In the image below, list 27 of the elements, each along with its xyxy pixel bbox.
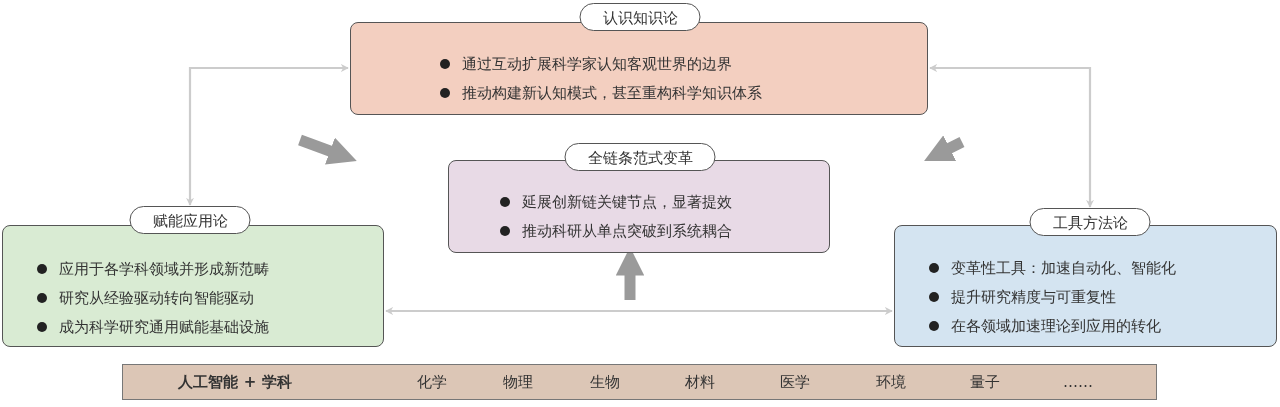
arrow bbox=[385, 307, 893, 315]
category-label: 医学 bbox=[780, 372, 810, 393]
title-tab: 认识知识论 bbox=[579, 3, 701, 31]
title-tab: 全链条范式变革 bbox=[564, 143, 716, 171]
bullet-text: 推动科研从单点突破到系统耦合 bbox=[498, 220, 732, 242]
category-label: 化学 bbox=[417, 372, 447, 393]
category-label: 生物 bbox=[590, 372, 620, 393]
category-label: 量子 bbox=[970, 372, 1000, 393]
category-label: 物理 bbox=[503, 372, 533, 393]
bullet-text: 推动构建新认知模式，甚至重构科学知识体系 bbox=[438, 82, 762, 104]
arrow bbox=[929, 64, 1094, 208]
title-tab: 赋能应用论 bbox=[129, 206, 251, 234]
bullet-text: 应用于各学科领域并形成新范畴 bbox=[35, 258, 269, 280]
bullet-text: 成为科学研究通用赋能基础设施 bbox=[35, 316, 269, 338]
bullet-text: 通过互动扩展科学家认知客观世界的边界 bbox=[438, 53, 732, 75]
category-label: 环境 bbox=[876, 372, 906, 393]
category-label: …… bbox=[1063, 372, 1093, 393]
title-tab: 工具方法论 bbox=[1029, 208, 1151, 236]
arrow bbox=[186, 64, 349, 206]
bullet-text: 延展创新链关键节点，显著提效 bbox=[498, 191, 732, 213]
bullet-text: 研究从经验驱动转向智能驱动 bbox=[35, 287, 254, 309]
bullet-text: 变革性工具：加速自动化、智能化 bbox=[927, 257, 1176, 279]
category-band bbox=[122, 364, 1157, 400]
bullet-text: 在各领域加速理论到应用的转化 bbox=[927, 315, 1161, 337]
category-label: 材料 bbox=[685, 372, 715, 393]
row-heading: 人工智能 + 学科 bbox=[178, 372, 292, 393]
bullet-text: 提升研究精度与可重复性 bbox=[927, 286, 1116, 308]
